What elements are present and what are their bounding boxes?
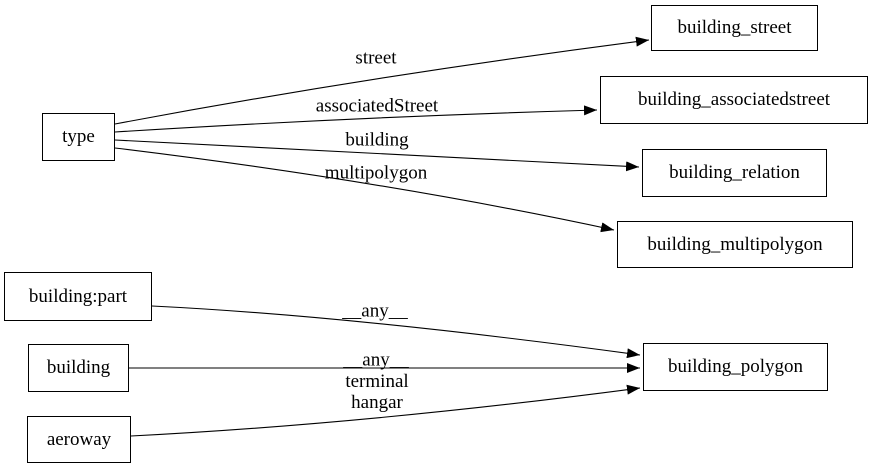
node-building: building [28, 344, 129, 392]
node-building-polygon: building_polygon [643, 343, 828, 391]
edge-label-building: building [345, 129, 409, 151]
edge-label-terminal-hangar: terminal hangar [345, 371, 409, 413]
node-aeroway: aeroway [27, 416, 131, 463]
node-building-associatedstreet: building_associatedstreet [600, 76, 868, 124]
edge-type-to-building-street [114, 36, 650, 125]
edge-type-to-building-associatedstreet [114, 105, 598, 133]
node-type: type [42, 113, 115, 161]
node-building-street: building_street [651, 5, 818, 51]
edge-type-to-building-multipolygon [114, 147, 615, 233]
edge-buildingpart-to-building-polygon [151, 305, 641, 359]
node-building-part: building:part [4, 272, 152, 321]
node-building-relation: building_relation [642, 149, 827, 197]
node-building-multipolygon: building_multipolygon [617, 221, 853, 268]
edge-aeroway-to-building-polygon [130, 384, 641, 437]
edge-type-to-building-relation [114, 139, 640, 172]
edge-label-any-building: __any__ [343, 349, 409, 371]
edge-label-any-buildingpart: __any__ [342, 300, 408, 322]
edge-label-street: street [355, 47, 397, 69]
edge-label-multipolygon: multipolygon [324, 162, 428, 184]
edge-label-associatedstreet: associatedStreet [315, 95, 439, 117]
